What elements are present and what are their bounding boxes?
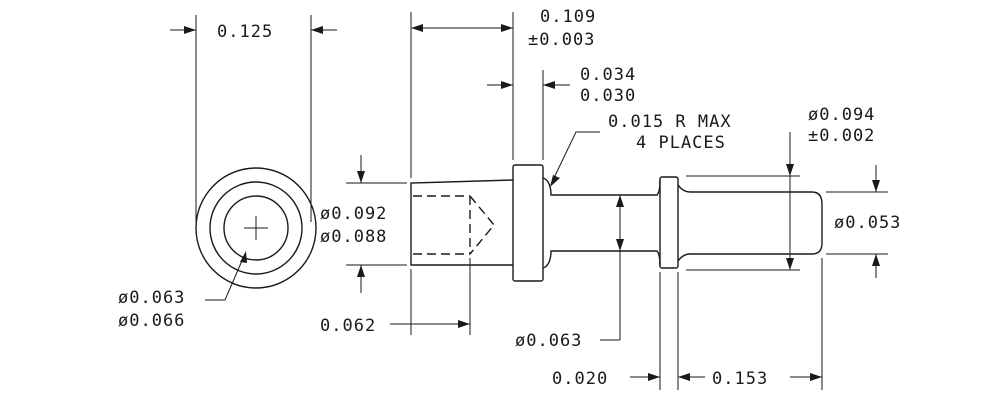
end-view	[170, 15, 337, 301]
arrowhead	[357, 171, 365, 183]
dimension-labels: 0.125 0.109 ±0.003 0.034 0.030 0.015 R M…	[118, 7, 901, 389]
dim-tip-dia-tol: ±0.002	[808, 126, 875, 146]
collar	[659, 176, 679, 269]
arrowhead	[616, 195, 624, 207]
dim-collar-width: 0.020	[552, 369, 608, 389]
arrowhead	[786, 164, 794, 176]
radius-note-line1: 0.015 R MAX	[608, 112, 732, 132]
body-outline	[410, 179, 514, 266]
arrowhead	[550, 175, 560, 187]
leader-line	[551, 131, 600, 183]
end-view-middle-circle	[209, 181, 303, 275]
hidden-drill-point	[469, 195, 495, 255]
dim-tip-dia: ø0.094	[808, 105, 875, 125]
side-view	[346, 12, 888, 390]
dim-end-width: 0.125	[217, 22, 273, 42]
arrowhead	[810, 373, 822, 381]
end-view-outer-circle	[195, 167, 317, 289]
arrowhead	[411, 24, 423, 32]
arrowhead	[357, 265, 365, 277]
tip-outline	[677, 184, 823, 262]
arrowhead	[184, 26, 196, 34]
neck-outline-top	[542, 177, 661, 196]
radius-note-line2: 4 PLACES	[636, 133, 726, 153]
arrowhead	[786, 258, 794, 270]
arrowhead	[240, 251, 247, 263]
arrowhead	[501, 81, 513, 89]
dim-flange-thk-min: 0.030	[580, 86, 636, 106]
dim-shank-dia: ø0.063	[515, 331, 582, 351]
dim-end-dia: ø0.053	[834, 213, 901, 233]
arrowhead	[872, 254, 880, 266]
dim-hole-dia-1: ø0.063	[118, 288, 185, 308]
leader-line	[205, 255, 245, 301]
arrowhead	[678, 373, 690, 381]
dim-bore-dia-min: ø0.088	[320, 227, 387, 247]
dim-flange-offset: 0.109	[540, 7, 596, 27]
dim-flange-thk-max: 0.034	[580, 65, 636, 85]
arrowhead	[543, 81, 555, 89]
arrowhead	[648, 373, 660, 381]
arrowhead	[458, 320, 470, 328]
dim-flange-offset-tol: ±0.003	[528, 30, 595, 50]
dim-bore-dia-max: ø0.092	[320, 204, 387, 224]
dim-tip-length: 0.153	[712, 369, 768, 389]
flange	[512, 164, 544, 282]
dim-bore-depth: 0.062	[320, 316, 376, 336]
arrowhead	[872, 180, 880, 192]
neck-outline-bottom	[542, 250, 661, 269]
end-view-inner-circle	[223, 195, 289, 261]
arrowhead	[311, 26, 323, 34]
arrowhead	[616, 239, 624, 251]
arrowhead	[501, 24, 513, 32]
dim-hole-dia-2: ø0.066	[118, 311, 185, 331]
